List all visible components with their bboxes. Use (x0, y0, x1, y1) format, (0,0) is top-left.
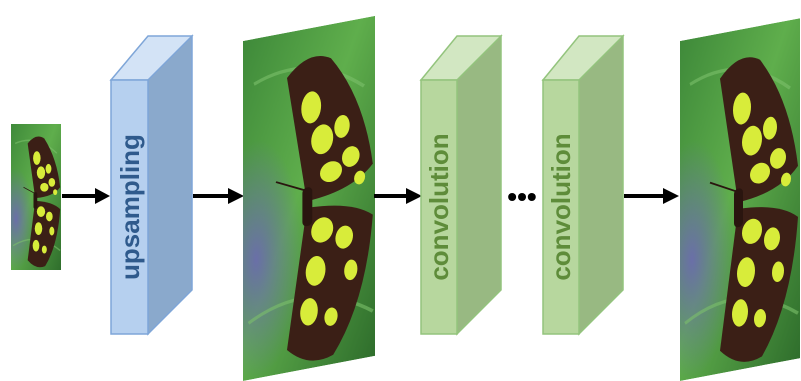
output-butterfly-image (680, 18, 800, 381)
convolution-label-1: convolution (424, 133, 454, 280)
upsampled-butterfly-image (243, 16, 375, 381)
arrow-input-to-upsampling (62, 188, 110, 204)
arrow-convolution-to-output (624, 188, 679, 204)
upsampling-block: upsampling (111, 36, 192, 334)
convolution-label-2: convolution (546, 133, 576, 280)
convolution-block-1-side (457, 36, 501, 334)
upsampling-block-side (148, 36, 192, 334)
convolution-block-1: convolution (421, 36, 501, 334)
arrow-image-to-convolution (374, 188, 422, 204)
input-butterfly-image (11, 124, 61, 270)
convolution-block-2: convolution (543, 36, 623, 334)
convolution-block-2-side (579, 36, 623, 334)
upsampling-label: upsampling (115, 134, 145, 280)
arrow-upsampling-to-image (193, 188, 244, 204)
ellipsis-dots: ••• (507, 181, 536, 212)
